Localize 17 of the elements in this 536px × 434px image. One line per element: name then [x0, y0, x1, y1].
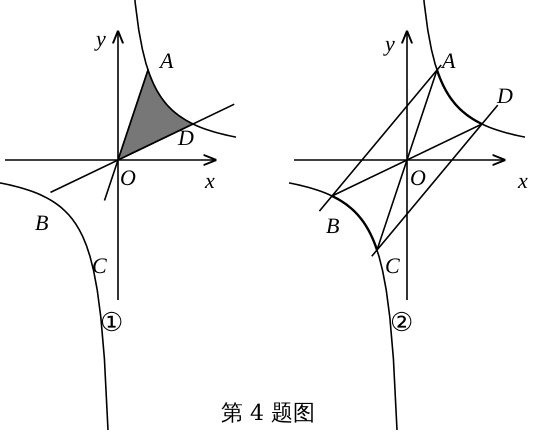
figure-number: ①	[100, 312, 123, 334]
origin-label: O	[410, 167, 426, 189]
point-label: A	[442, 50, 456, 72]
point-label: C	[92, 255, 107, 277]
point-label: B	[35, 212, 48, 234]
point-label: A	[160, 50, 174, 72]
point-label: C	[385, 255, 400, 277]
point-label: D	[497, 85, 513, 107]
axis-label: y	[385, 33, 395, 55]
point-label: B	[326, 215, 340, 237]
figure-caption: 第 4 题图	[220, 400, 316, 428]
axis-label: x	[518, 170, 528, 192]
axis-label: x	[205, 170, 215, 192]
axis-label: y	[96, 28, 106, 50]
origin-label: O	[120, 167, 136, 189]
figure-number: ②	[390, 312, 413, 334]
point-label: D	[178, 127, 194, 149]
